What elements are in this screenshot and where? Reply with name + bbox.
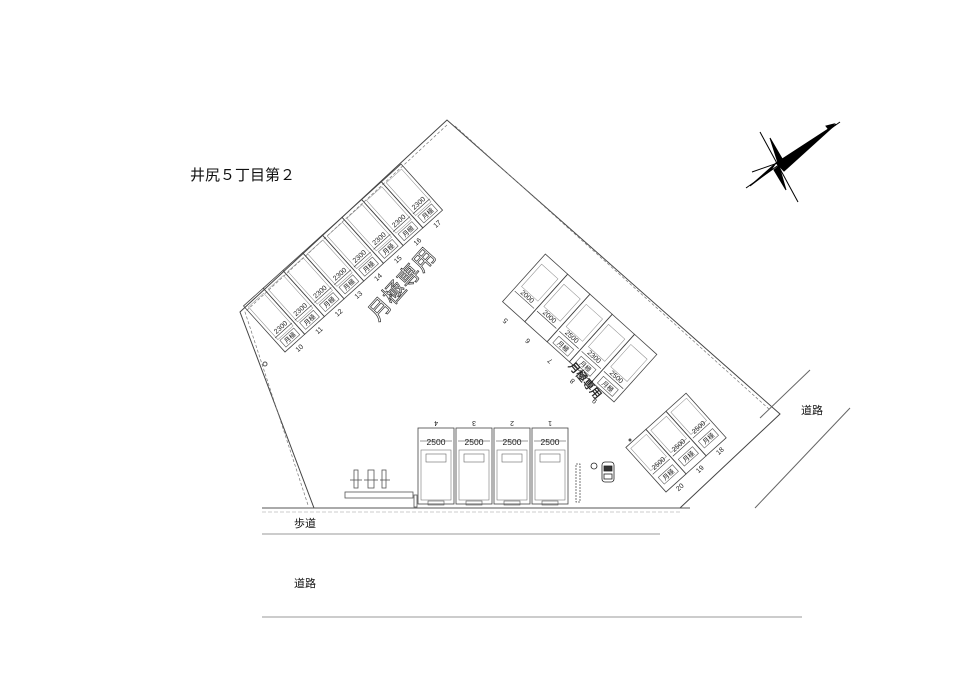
parking-space-6: 2000 6 [524, 273, 591, 344]
wheel-stop [503, 500, 521, 506]
bicycle-rack-icon [344, 469, 418, 508]
road-bottom-label: 道路 [294, 576, 316, 590]
monthly-tag: 月極 [701, 430, 717, 446]
space-number-label: 12 [334, 308, 345, 318]
parking-space-5: 2000 5 [501, 253, 569, 324]
space-number-label: 14 [373, 273, 384, 283]
space-width-label: 2300 [352, 249, 368, 265]
space-number-label: 7 [547, 356, 555, 364]
space-width-label: 2500 [427, 437, 446, 447]
parking-space-4: 2500 4 [417, 419, 455, 506]
inner-boundary-left [244, 124, 448, 506]
marker-point [628, 438, 632, 442]
fence-post [575, 463, 581, 503]
inner-boundary-right [454, 125, 771, 411]
space-number-label: 13 [354, 290, 365, 300]
space-width-label: 2500 [503, 437, 522, 447]
space-width-label: 2500 [541, 437, 560, 447]
marker-point [262, 361, 268, 367]
lot-boundary [239, 119, 781, 509]
space-number-label: 20 [675, 483, 686, 493]
parking-space-3: 2500 3 [455, 419, 493, 506]
parking-space-2: 2500 2 [493, 419, 531, 506]
space-number-label: 16 [413, 237, 424, 247]
site-title: 井尻５丁目第２ [190, 166, 295, 184]
space-number-label: 2 [510, 419, 514, 426]
space-width-label: 2000 [519, 289, 535, 305]
parking-row-bottom: 2500 4 2500 3 2500 2 2500 1 [417, 419, 569, 506]
space-number-label: 8 [569, 376, 577, 384]
road-right-label: 道路 [801, 403, 823, 417]
space-width-label: 2300 [411, 196, 427, 212]
space-number-label: 6 [524, 336, 532, 344]
space-width-label: 2300 [332, 267, 348, 283]
space-width-label: 2000 [541, 309, 557, 325]
space-number-label: 4 [434, 419, 438, 426]
space-number-label: 19 [695, 464, 706, 474]
space-number-label: 11 [315, 326, 325, 336]
space-width-label: 2300 [293, 302, 309, 318]
space-width-label: 2300 [312, 285, 328, 301]
road-right-edge-inner [759, 369, 811, 419]
space-number-label: 1 [548, 419, 552, 426]
space-number-label: 17 [432, 219, 443, 229]
monthly-tag: 月極 [681, 448, 697, 464]
sidewalk-label: 歩道 [294, 516, 316, 530]
space-width-label: 2300 [391, 214, 407, 230]
parking-space-1: 2500 1 [531, 419, 569, 506]
road-right-edge-outer [754, 407, 851, 509]
north-arrow-icon [745, 121, 841, 203]
wheel-stop [541, 500, 559, 506]
space-width-label: 2300 [273, 320, 289, 336]
space-number-label: 9 [591, 397, 599, 405]
space-number-label: 15 [393, 255, 404, 265]
car-icon [590, 461, 615, 483]
wheel-stop [427, 500, 445, 506]
monthly-tag: 月極 [660, 466, 676, 482]
monthly-area-label-upper: 月極専用 [364, 244, 441, 326]
space-number-label: 3 [472, 419, 476, 426]
space-width-label: 2300 [371, 231, 387, 247]
wheel-stop [465, 500, 483, 506]
space-number-label: 5 [502, 316, 510, 324]
space-width-label: 2500 [465, 437, 484, 447]
space-number-label: 18 [715, 446, 726, 456]
space-number-label: 10 [295, 343, 306, 353]
